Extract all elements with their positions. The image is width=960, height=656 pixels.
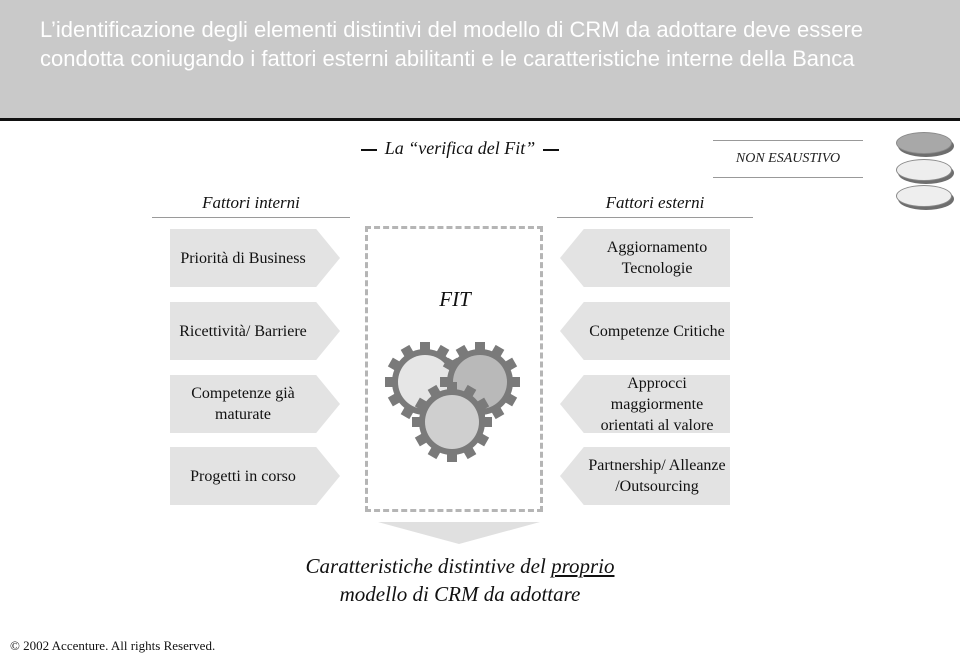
down-arrow-icon	[378, 522, 540, 544]
external-factors-heading: Fattori esterni	[557, 193, 753, 218]
non-exhaustive-label: NON ESAUSTIVO	[713, 140, 863, 178]
conclusion-text: Caratteristiche distintive del proprio m…	[200, 552, 720, 608]
conclusion-underlined-word: proprio	[551, 554, 615, 578]
dash-right	[543, 148, 560, 151]
fit-heading: La “verifica del Fit”	[340, 138, 580, 159]
internal-factor-box: Ricettività/ Barriere	[170, 302, 340, 360]
nav-circle-icon[interactable]	[896, 185, 952, 207]
dash-left	[360, 148, 377, 151]
gears-icon	[385, 342, 520, 462]
internal-factor-box: Competenze già maturate	[170, 375, 340, 433]
header-divider	[0, 118, 960, 121]
external-factor-box: Competenze Critiche	[560, 302, 730, 360]
external-factor-box: Approcci maggiormente orientati al valor…	[560, 375, 730, 433]
copyright-footer: © 2002 Accenture. All rights Reserved.	[10, 638, 216, 653]
conclusion-text-part: Caratteristiche distintive del	[305, 554, 552, 578]
external-factor-box: Partnership/ Alleanze /Outsourcing	[560, 447, 730, 505]
nav-circle-icon[interactable]	[896, 159, 952, 181]
conclusion-line-1: Caratteristiche distintive del proprio	[200, 552, 720, 580]
conclusion-line-2: modello di CRM da adottare	[339, 582, 581, 606]
external-factor-box: Aggiornamento Tecnologie	[560, 229, 730, 287]
nav-circle-icon[interactable]	[896, 132, 952, 154]
fit-label: FIT	[439, 287, 471, 311]
fit-dashed-box	[365, 226, 543, 512]
internal-factor-box: Progetti in corso	[170, 447, 340, 505]
header-band: L’identificazione degli elementi distint…	[0, 0, 960, 118]
internal-factor-box: Priorità di Business	[170, 229, 340, 287]
page-title: L’identificazione degli elementi distint…	[40, 17, 864, 71]
internal-factors-heading: Fattori interni	[152, 193, 350, 218]
fit-heading-text: La “verifica del Fit”	[384, 138, 536, 158]
